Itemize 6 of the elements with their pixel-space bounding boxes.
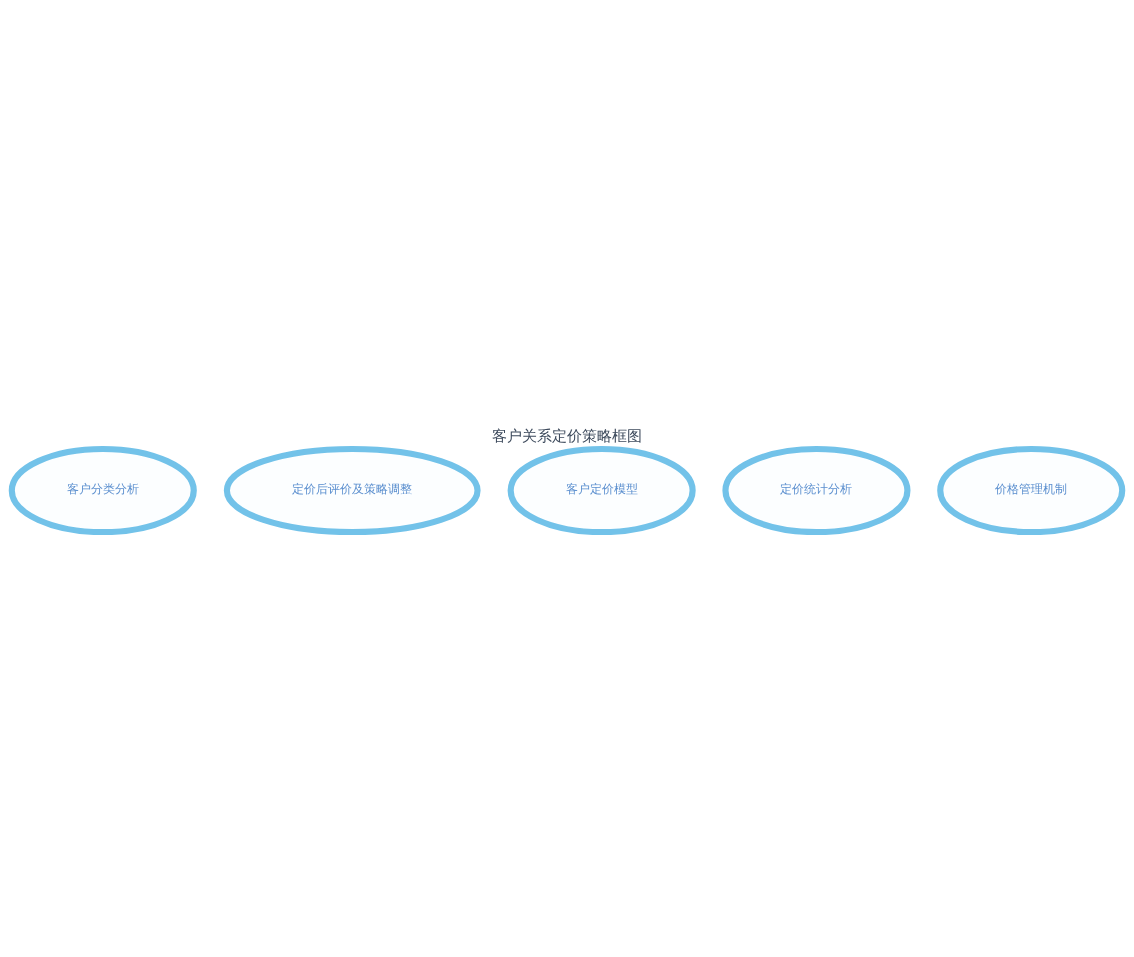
node-ellipse: 客户分类分析	[8, 445, 197, 535]
diagram-title: 客户关系定价策略框图	[492, 426, 642, 445]
node-ellipse: 定价后评价及策略调整	[223, 445, 481, 535]
node-ellipse: 客户定价模型	[507, 445, 696, 535]
node-ellipse: 定价统计分析	[722, 445, 911, 535]
node-ellipse: 价格管理机制	[937, 445, 1126, 535]
